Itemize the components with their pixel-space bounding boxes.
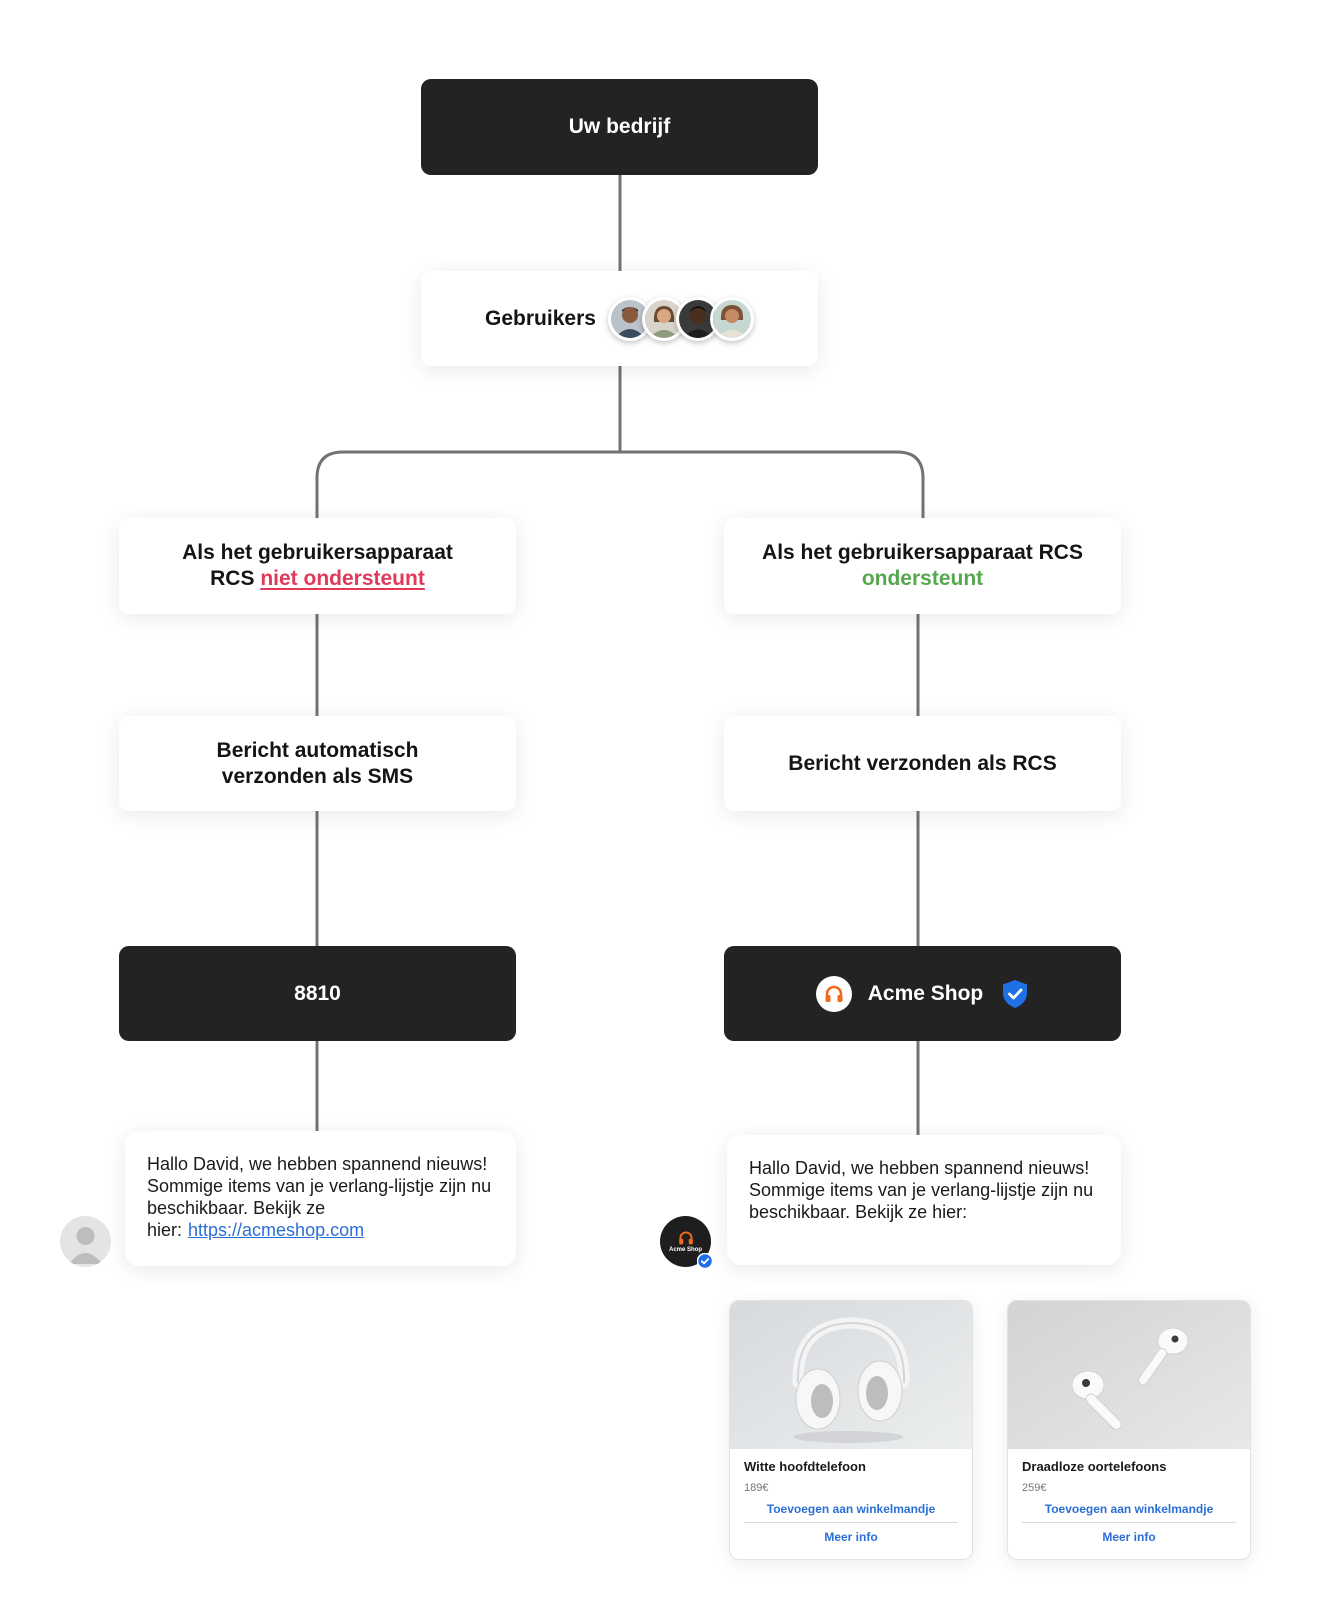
condition-rcs-highlight: ondersteunt — [861, 567, 984, 590]
condition-no-rcs-highlight: niet ondersteunt — [260, 567, 425, 590]
users-label: Gebruikers — [485, 306, 596, 330]
sender-sms-number: 8810 — [294, 981, 341, 1005]
add-to-cart-button[interactable]: Toevoegen aan winkelmandje — [1022, 1502, 1236, 1523]
acme-avatar-verified-icon — [697, 1253, 713, 1269]
step-sms-label: Bericht automatisch verzonden als SMS — [216, 738, 419, 788]
product-image-headphones — [730, 1301, 972, 1449]
condition-rcs-line1: Als het gebruikersapparaat RCS — [762, 541, 1083, 564]
sms-message-bubble: Hallo David, we hebben spannend nieuws! … — [125, 1131, 516, 1266]
product-price: 189€ — [744, 1482, 769, 1494]
user-avatar-4 — [709, 296, 754, 341]
connector-split — [315, 450, 925, 518]
step-rcs: Bericht verzonden als RCS — [724, 716, 1121, 811]
company-box: Uw bedrijf — [421, 79, 818, 175]
more-info-button[interactable]: Meer info — [824, 1530, 878, 1544]
step-sms: Bericht automatisch verzonden als SMS — [119, 716, 516, 811]
acme-avatar-headphones-icon — [678, 1231, 693, 1245]
sms-avatar-icon — [60, 1216, 111, 1267]
users-box: Gebruikers — [421, 271, 818, 366]
condition-no-rcs-line1: Als het gebruikersapparaat — [182, 541, 453, 564]
acme-avatar: Acme Shop — [660, 1216, 713, 1269]
add-to-cart-button[interactable]: Toevoegen aan winkelmandje — [744, 1502, 958, 1523]
sms-message-text: Hallo David, we hebben spannend nieuws! … — [147, 1154, 492, 1240]
acme-logo-icon — [815, 975, 852, 1012]
sms-message-link[interactable]: https://acmeshop.com — [188, 1220, 365, 1240]
product-image-earbuds — [1008, 1301, 1250, 1449]
product-name: Witte hoofdtelefoon — [744, 1459, 866, 1474]
product-name: Draadloze oortelefoons — [1022, 1459, 1167, 1474]
product-price: 259€ — [1022, 1482, 1047, 1494]
condition-no-rcs: Als het gebruikersapparaat RCS niet onde… — [119, 518, 516, 614]
sender-rcs: Acme Shop — [724, 946, 1121, 1041]
rcs-message-text: Hallo David, we hebben spannend nieuws! … — [749, 1158, 1094, 1222]
verified-shield-icon — [1001, 979, 1029, 1009]
condition-no-rcs-prefix: RCS — [210, 567, 255, 590]
company-label: Uw bedrijf — [568, 115, 671, 138]
acme-avatar-label: Acme Shop — [668, 1247, 702, 1253]
product-card: Draadloze oortelefoons 259€ Toevoegen aa… — [1007, 1300, 1251, 1560]
product-card: Witte hoofdtelefoon 189€ Toevoegen aan w… — [729, 1300, 973, 1560]
sender-sms: 8810 — [119, 946, 516, 1041]
rcs-message-bubble: Hallo David, we hebben spannend nieuws! … — [727, 1135, 1121, 1265]
more-info-button[interactable]: Meer info — [1102, 1530, 1156, 1544]
user-avatars — [607, 296, 754, 341]
step-rcs-label: Bericht verzonden als RCS — [788, 751, 1057, 775]
condition-rcs: Als het gebruikersapparaat RCS ondersteu… — [724, 518, 1121, 614]
sender-rcs-name: Acme Shop — [867, 981, 984, 1005]
